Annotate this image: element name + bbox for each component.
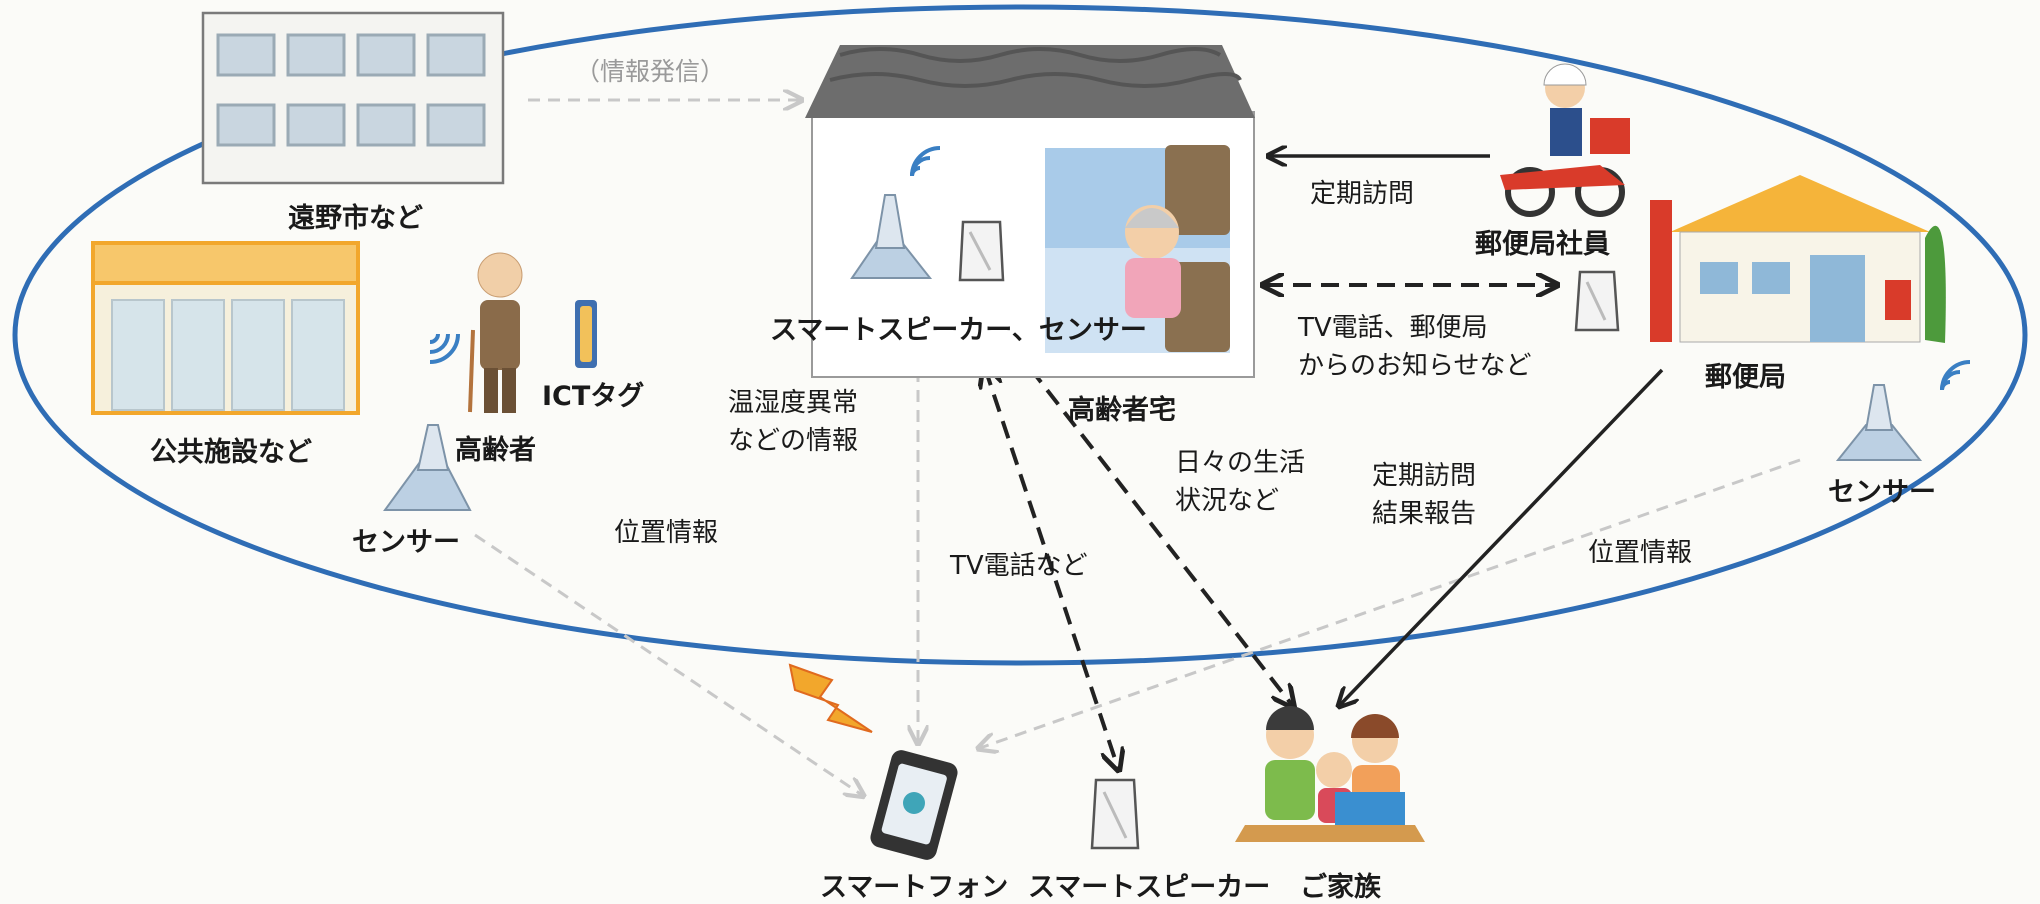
post-office-smart-speaker-icon bbox=[1574, 270, 1620, 332]
daily-life-label-1: 日々の生活 bbox=[1175, 448, 1306, 478]
elderly-person-icon bbox=[468, 252, 523, 413]
city-office-building bbox=[201, 11, 505, 185]
bottom-smart-speaker-icon bbox=[1090, 778, 1140, 850]
visit-report-label-1: 定期訪問 bbox=[1372, 461, 1477, 491]
smartphone-icon bbox=[870, 750, 958, 860]
tv-call-label: TV電話など bbox=[950, 551, 1088, 581]
elderly-home-label: 高齢者宅 bbox=[1068, 395, 1176, 426]
public-facility-label: 公共施設など bbox=[150, 437, 312, 468]
temp-humidity-label-2: などの情報 bbox=[728, 426, 859, 456]
sensor-left-icon bbox=[383, 424, 472, 511]
visit-report-arrow bbox=[1340, 368, 1664, 705]
elderly-home-house bbox=[805, 45, 1255, 378]
ict-tag-icon bbox=[575, 300, 597, 368]
post-office-label: 郵便局 bbox=[1705, 362, 1786, 393]
temp-humidity-label-1: 温湿度異常 bbox=[728, 388, 859, 418]
family-icon bbox=[1235, 706, 1425, 842]
smart-speaker-label: スマートスピーカー bbox=[1028, 872, 1271, 903]
tv-call-notice-label-1: TV電話、郵便局 bbox=[1298, 313, 1488, 343]
visit-report-label-2: 結果報告 bbox=[1372, 499, 1477, 529]
regular-visit-label: 定期訪問 bbox=[1310, 179, 1415, 209]
ict-tag-label: ICTタグ bbox=[542, 381, 645, 412]
elderly-label: 高齢者 bbox=[455, 435, 536, 466]
location-left-label: 位置情報 bbox=[614, 518, 719, 548]
public-facility-building bbox=[91, 241, 360, 415]
home-smart-speaker-icon bbox=[958, 220, 1005, 282]
sensor-left-label: センサー bbox=[352, 527, 460, 558]
family-label: ご家族 bbox=[1300, 872, 1381, 903]
lightning-icon bbox=[788, 663, 873, 733]
wifi-icon bbox=[429, 333, 460, 364]
daily-life-arrow bbox=[1028, 366, 1292, 705]
home-wifi-icon bbox=[910, 146, 941, 177]
tv-call-notice-label-2: からのお知らせなど bbox=[1298, 351, 1532, 381]
city-label: 遠野市など bbox=[288, 203, 423, 234]
smart-speaker-sensor-label: スマートスピーカー、センサー bbox=[770, 315, 1147, 346]
location-left-arrow bbox=[474, 533, 862, 795]
home-sensor-icon bbox=[850, 194, 933, 279]
smartphone-label: スマートフォン bbox=[820, 872, 1009, 903]
sensor-right-label: センサー bbox=[1828, 477, 1936, 508]
location-right-label: 位置情報 bbox=[1588, 538, 1693, 568]
right-wifi-icon bbox=[1940, 360, 1971, 391]
daily-life-label-2: 状況など bbox=[1175, 486, 1280, 516]
arrows bbox=[474, 100, 1801, 795]
info-broadcast-label: （情報発信） bbox=[575, 57, 726, 86]
tv-call-arrow bbox=[985, 368, 1118, 768]
sensor-right-icon bbox=[1835, 384, 1923, 461]
post-office-building bbox=[1650, 175, 1946, 343]
postal-staff-label: 郵便局社員 bbox=[1475, 229, 1610, 260]
postal-staff-scooter-icon bbox=[1500, 63, 1630, 217]
